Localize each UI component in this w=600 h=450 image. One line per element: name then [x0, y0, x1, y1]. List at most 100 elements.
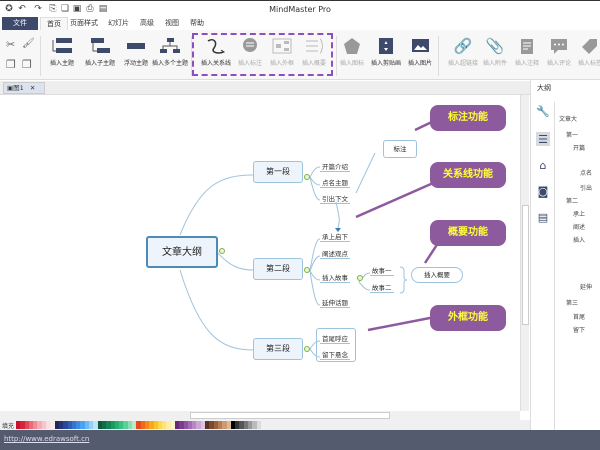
color-swatch[interactable] [80, 421, 85, 429]
color-swatch[interactable] [33, 421, 38, 429]
branch-topic[interactable]: 第一段 [253, 161, 303, 183]
color-swatch[interactable] [63, 421, 68, 429]
insert-callout-button[interactable]: 插入标注 [230, 34, 270, 78]
color-swatch[interactable] [248, 421, 253, 429]
insert-tag-button[interactable]: 插入标签 [570, 34, 600, 78]
insert-comment-button[interactable]: 插入评论 [539, 34, 579, 78]
insert-icon-button[interactable]: 插入图标 [332, 34, 372, 78]
outline-item[interactable]: 首尾 [573, 314, 586, 321]
color-swatch[interactable] [222, 421, 227, 429]
color-swatch[interactable] [132, 421, 137, 429]
collapse-toggle[interactable] [219, 248, 225, 254]
tab-view[interactable]: 视图 [165, 19, 179, 27]
outline-item[interactable]: 承上 [573, 211, 586, 218]
color-swatch[interactable] [153, 421, 158, 429]
subtopic[interactable]: 开篇介绍 [320, 163, 350, 172]
floating-topic-button[interactable]: 浮动主题 [116, 34, 156, 78]
color-swatch[interactable] [230, 421, 236, 429]
color-swatch[interactable] [243, 421, 249, 429]
outline-item[interactable]: 第一 [566, 132, 579, 139]
color-swatch[interactable] [89, 421, 94, 429]
insert-relationship-button[interactable]: 插入关系线 [196, 34, 236, 78]
color-swatch[interactable] [192, 421, 197, 429]
tab-advanced[interactable]: 高级 [140, 19, 154, 27]
color-swatch[interactable] [101, 421, 107, 429]
color-swatch[interactable] [213, 421, 218, 429]
color-swatch[interactable] [50, 421, 55, 429]
color-swatch[interactable] [24, 421, 29, 429]
color-swatch[interactable] [71, 421, 77, 429]
new-icon[interactable]: ⎘ [49, 4, 57, 14]
insert-hyperlink-button[interactable]: 🔗插入超链接 [443, 34, 483, 78]
subtopic[interactable]: 留下悬念 [320, 351, 350, 360]
callout-topic[interactable]: 标注 [383, 140, 417, 158]
color-swatch[interactable] [183, 421, 188, 429]
subtopic[interactable]: 引出下文 [320, 195, 350, 204]
color-swatch[interactable] [16, 421, 21, 429]
insert-topic-button[interactable]: 插入主题 [42, 34, 82, 78]
insert-multiple-topics-button[interactable]: 插入多个主题 [150, 34, 190, 78]
color-swatch[interactable] [252, 421, 257, 429]
format-painter-icon[interactable]: 🖌 [22, 38, 35, 49]
color-swatch[interactable] [46, 421, 51, 429]
print-icon[interactable]: ⎙ [86, 4, 94, 14]
outline-item[interactable]: 引出 [580, 185, 593, 192]
color-swatch[interactable] [67, 421, 72, 429]
insert-image-button[interactable]: 插入图片 [400, 34, 440, 78]
color-swatch[interactable] [235, 421, 240, 429]
outline-item[interactable]: 留下 [573, 327, 586, 334]
outline-item[interactable]: 文章大 [559, 116, 578, 123]
color-swatch[interactable] [205, 421, 210, 429]
collapse-toggle[interactable] [304, 174, 310, 180]
color-swatch[interactable] [187, 421, 193, 429]
insert-boundary-button[interactable]: 插入外框 [262, 34, 302, 78]
export-icon[interactable]: ▤ [98, 4, 108, 14]
color-swatch[interactable] [226, 421, 231, 429]
color-swatch[interactable] [140, 421, 145, 429]
cut-icon[interactable]: ✂ [6, 38, 16, 51]
insert-note-button[interactable]: 插入注释 [507, 34, 547, 78]
format-icon[interactable]: 🔧 [536, 104, 550, 118]
color-swatch[interactable] [20, 421, 25, 429]
color-swatch[interactable] [58, 421, 64, 429]
story-topic[interactable]: 故事一 [370, 267, 394, 276]
color-swatch[interactable] [217, 421, 223, 429]
insert-summary-button[interactable]: 插入概要 [294, 34, 334, 78]
outline-item[interactable]: 插入 [573, 237, 586, 244]
tab-file[interactable]: 文件 [2, 17, 38, 30]
redo-icon[interactable]: ↷ [34, 4, 42, 14]
vertical-scrollbar[interactable] [520, 95, 529, 411]
color-swatch[interactable] [162, 421, 167, 429]
story-topic[interactable]: 故事二 [370, 284, 394, 293]
color-swatch[interactable] [170, 421, 175, 429]
subtopic[interactable]: 延伸话题 [320, 299, 350, 308]
color-swatch[interactable] [166, 421, 171, 429]
color-swatch[interactable] [76, 421, 81, 429]
subtopic[interactable]: 承上启下 [320, 233, 350, 242]
task-icon[interactable]: ▤ [537, 210, 549, 224]
collapse-toggle[interactable] [304, 346, 310, 352]
color-swatch[interactable] [209, 421, 214, 429]
color-swatch[interactable] [28, 421, 34, 429]
tab-home[interactable]: 首页 [40, 17, 68, 30]
color-swatch[interactable] [123, 421, 128, 429]
color-swatch[interactable] [110, 421, 115, 429]
horizontal-scrollbar[interactable] [0, 411, 520, 420]
tab-help[interactable]: 帮助 [190, 19, 204, 27]
summary-topic[interactable]: 插入概要 [411, 267, 463, 283]
color-swatch[interactable] [106, 421, 111, 429]
outline-item[interactable]: 开篇 [573, 145, 586, 152]
color-swatch[interactable] [256, 421, 261, 429]
color-swatch[interactable] [54, 421, 59, 429]
outline-item[interactable]: 第二 [566, 198, 579, 205]
color-swatch[interactable] [114, 421, 120, 429]
color-swatch[interactable] [200, 421, 206, 429]
collapse-toggle[interactable] [357, 275, 363, 281]
paste-icon[interactable]: ❐ [22, 58, 32, 71]
color-swatch[interactable] [84, 421, 90, 429]
outline-item[interactable]: 延伸 [580, 284, 593, 291]
color-swatch[interactable] [97, 421, 102, 429]
branch-topic[interactable]: 第二段 [253, 258, 303, 280]
subtopic[interactable]: 点名主题 [320, 179, 350, 188]
color-swatch[interactable] [93, 421, 98, 429]
